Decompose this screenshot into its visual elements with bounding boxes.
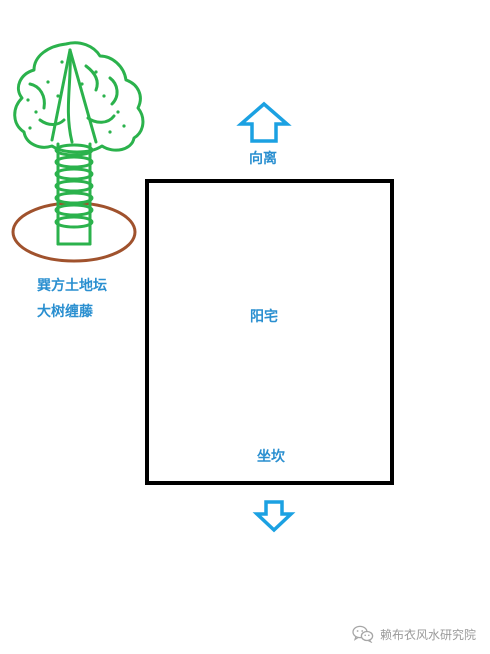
wechat-icon bbox=[352, 625, 374, 643]
vine-coils bbox=[54, 143, 94, 229]
watermark-text: 赖布衣风水研究院 bbox=[380, 627, 477, 642]
tree-leaf-dots bbox=[26, 60, 126, 134]
altar-ellipse bbox=[11, 201, 137, 263]
up-arrow-icon bbox=[236, 101, 292, 143]
down-arrow-icon bbox=[252, 500, 296, 533]
facing-direction-label: 向离 bbox=[249, 151, 277, 167]
altar-label: 巽方土地坛 bbox=[37, 278, 107, 294]
sitting-direction-label: 坐坎 bbox=[257, 449, 285, 465]
house-outline bbox=[145, 179, 394, 485]
tree-label: 大树缠藤 bbox=[37, 304, 93, 320]
tree-icon bbox=[13, 41, 145, 154]
watermark: 赖布衣风水研究院 bbox=[352, 624, 476, 644]
house-label: 阳宅 bbox=[250, 309, 278, 325]
